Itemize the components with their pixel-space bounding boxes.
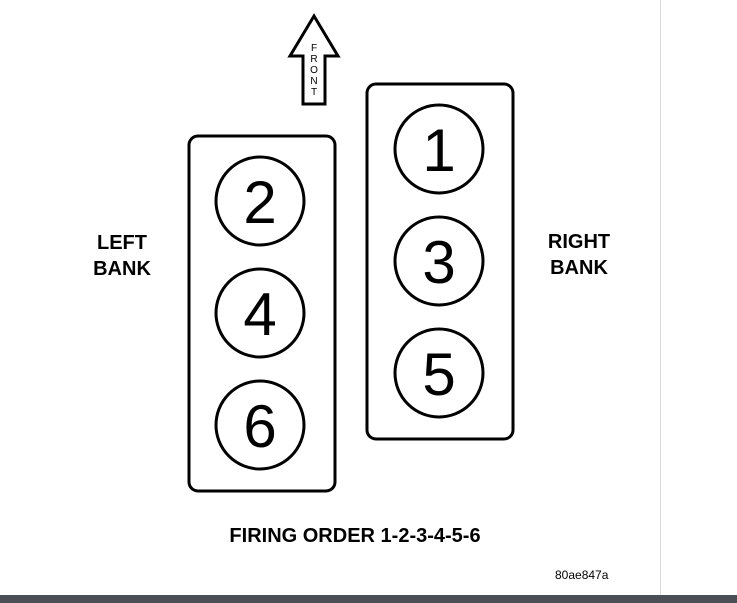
right-bank-label-line1: RIGHT	[547, 231, 611, 253]
page-edge-divider	[660, 0, 661, 595]
cylinder-number: 5	[422, 341, 455, 408]
front-arrow: F R O N T	[287, 13, 341, 106]
front-arrow-text: F R O N T	[310, 43, 318, 98]
front-letter: N	[310, 76, 317, 87]
cylinder-number: 6	[243, 393, 276, 460]
figure-id: 80ae847a	[555, 568, 609, 582]
cylinder-circle	[214, 267, 306, 359]
cylinder-number: 3	[422, 229, 455, 296]
cylinder-circle	[393, 215, 485, 307]
cylinder-circle	[214, 155, 306, 247]
firing-order-caption: FIRING ORDER 1-2-3-4-5-6	[229, 525, 481, 547]
cylinder-number: 2	[243, 169, 276, 236]
left-bank-box	[187, 134, 337, 493]
cylinder-circle	[393, 103, 485, 195]
cylinder-number: 4	[243, 281, 276, 348]
right-bank-box	[365, 82, 515, 441]
left-bank-label-line2: BANK	[93, 258, 151, 280]
cylinder-number: 1	[422, 117, 455, 184]
front-letter: R	[310, 54, 317, 65]
right-bank-cylinders: 1 3 5	[393, 103, 485, 419]
cylinder-circle	[393, 327, 485, 419]
front-letter: T	[311, 87, 317, 98]
left-bank-cylinders: 2 4 6	[214, 155, 306, 471]
front-letter: F	[311, 43, 317, 54]
right-bank-label-line2: BANK	[550, 257, 608, 279]
left-bank-label: LEFT BANK	[84, 230, 160, 282]
right-bank-label: RIGHT BANK	[537, 229, 621, 281]
left-bank-label-line1: LEFT	[97, 232, 147, 254]
front-letter: O	[310, 65, 318, 76]
bottom-bar	[0, 595, 737, 603]
cylinder-circle	[214, 379, 306, 471]
